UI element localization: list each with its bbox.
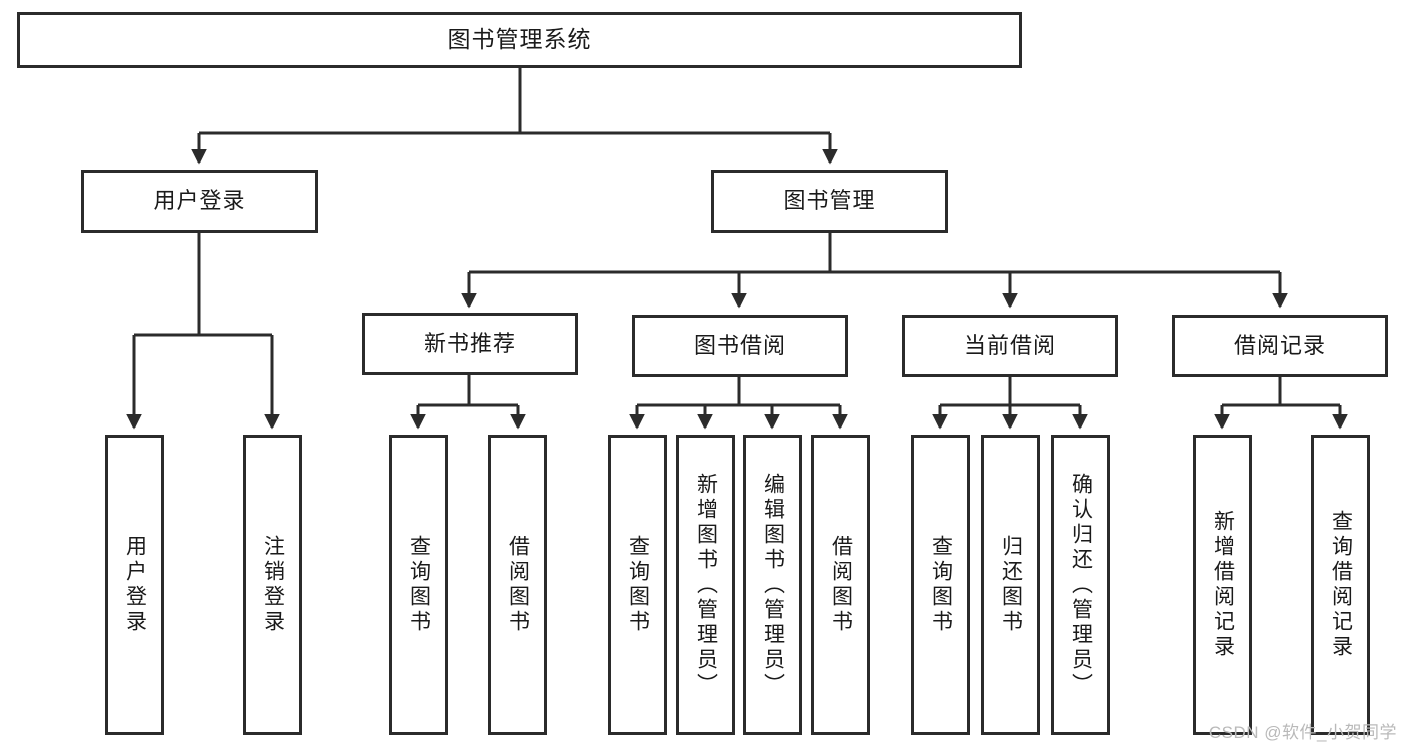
leaf-new-book-1[interactable]: 查询图书 (389, 435, 448, 735)
leaf-user-login-1[interactable]: 用户登录 (105, 435, 164, 735)
node-book-management-label: 图书管理 (783, 188, 876, 214)
leaf-book-borrow-4[interactable]: 借阅图书 (811, 435, 870, 735)
leaf-current-borrow-1-label: 查询图书 (929, 535, 953, 635)
node-current-borrow[interactable]: 当前借阅 (902, 315, 1118, 377)
node-borrow-record-label: 借阅记录 (1233, 332, 1326, 358)
leaf-book-borrow-3[interactable]: 编辑图书（管理员） (743, 435, 802, 735)
leaf-user-login-1-label: 用户登录 (123, 535, 147, 635)
node-new-book-recommend-label: 新书推荐 (423, 330, 516, 356)
node-root[interactable]: 图书管理系统 (17, 12, 1022, 68)
leaf-current-borrow-1[interactable]: 查询图书 (911, 435, 970, 735)
leaf-borrow-record-2[interactable]: 查询借阅记录 (1311, 435, 1370, 735)
leaf-current-borrow-2[interactable]: 归还图书 (981, 435, 1040, 735)
leaf-new-book-1-label: 查询图书 (407, 535, 431, 635)
node-book-management[interactable]: 图书管理 (711, 170, 948, 233)
leaf-book-borrow-1-label: 查询图书 (626, 535, 650, 635)
node-user-login[interactable]: 用户登录 (81, 170, 318, 233)
leaf-user-login-2[interactable]: 注销登录 (243, 435, 302, 735)
leaf-user-login-2-label: 注销登录 (261, 535, 285, 635)
leaf-current-borrow-3[interactable]: 确认归还（管理员） (1051, 435, 1110, 735)
leaf-current-borrow-2-label: 归还图书 (999, 535, 1023, 635)
leaf-book-borrow-1[interactable]: 查询图书 (608, 435, 667, 735)
leaf-book-borrow-2-label: 新增图书（管理员） (694, 472, 718, 698)
watermark-text: CSDN @软件_小贺同学 (1208, 723, 1397, 742)
node-current-borrow-label: 当前借阅 (963, 332, 1056, 358)
leaf-borrow-record-1-label: 新增借阅记录 (1211, 510, 1235, 660)
node-root-label: 图书管理系统 (447, 26, 592, 53)
node-borrow-record[interactable]: 借阅记录 (1172, 315, 1388, 377)
leaf-current-borrow-3-label: 确认归还（管理员） (1069, 472, 1093, 698)
leaf-book-borrow-2[interactable]: 新增图书（管理员） (676, 435, 735, 735)
leaf-borrow-record-2-label: 查询借阅记录 (1329, 510, 1353, 660)
leaf-borrow-record-1[interactable]: 新增借阅记录 (1193, 435, 1252, 735)
leaf-new-book-2[interactable]: 借阅图书 (488, 435, 547, 735)
node-book-borrow[interactable]: 图书借阅 (632, 315, 848, 377)
node-new-book-recommend[interactable]: 新书推荐 (362, 313, 578, 375)
node-user-login-label: 用户登录 (153, 188, 246, 214)
leaf-book-borrow-4-label: 借阅图书 (829, 535, 853, 635)
leaf-book-borrow-3-label: 编辑图书（管理员） (761, 472, 785, 698)
node-book-borrow-label: 图书借阅 (693, 332, 786, 358)
leaf-new-book-2-label: 借阅图书 (506, 535, 530, 635)
